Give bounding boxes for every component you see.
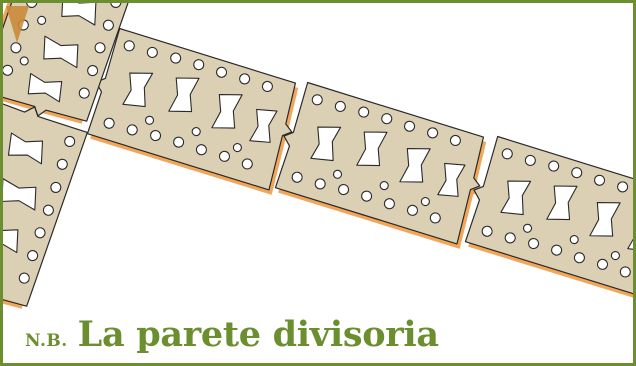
- perforated-strips-illustration: [3, 3, 636, 366]
- caption-prefix: N.B.: [25, 331, 68, 351]
- caption: N.B. La parete divisoria: [25, 314, 439, 355]
- caption-title: La parete divisoria: [77, 314, 439, 355]
- diagonal-strip: [79, 26, 636, 304]
- corner-accent: [6, 6, 29, 43]
